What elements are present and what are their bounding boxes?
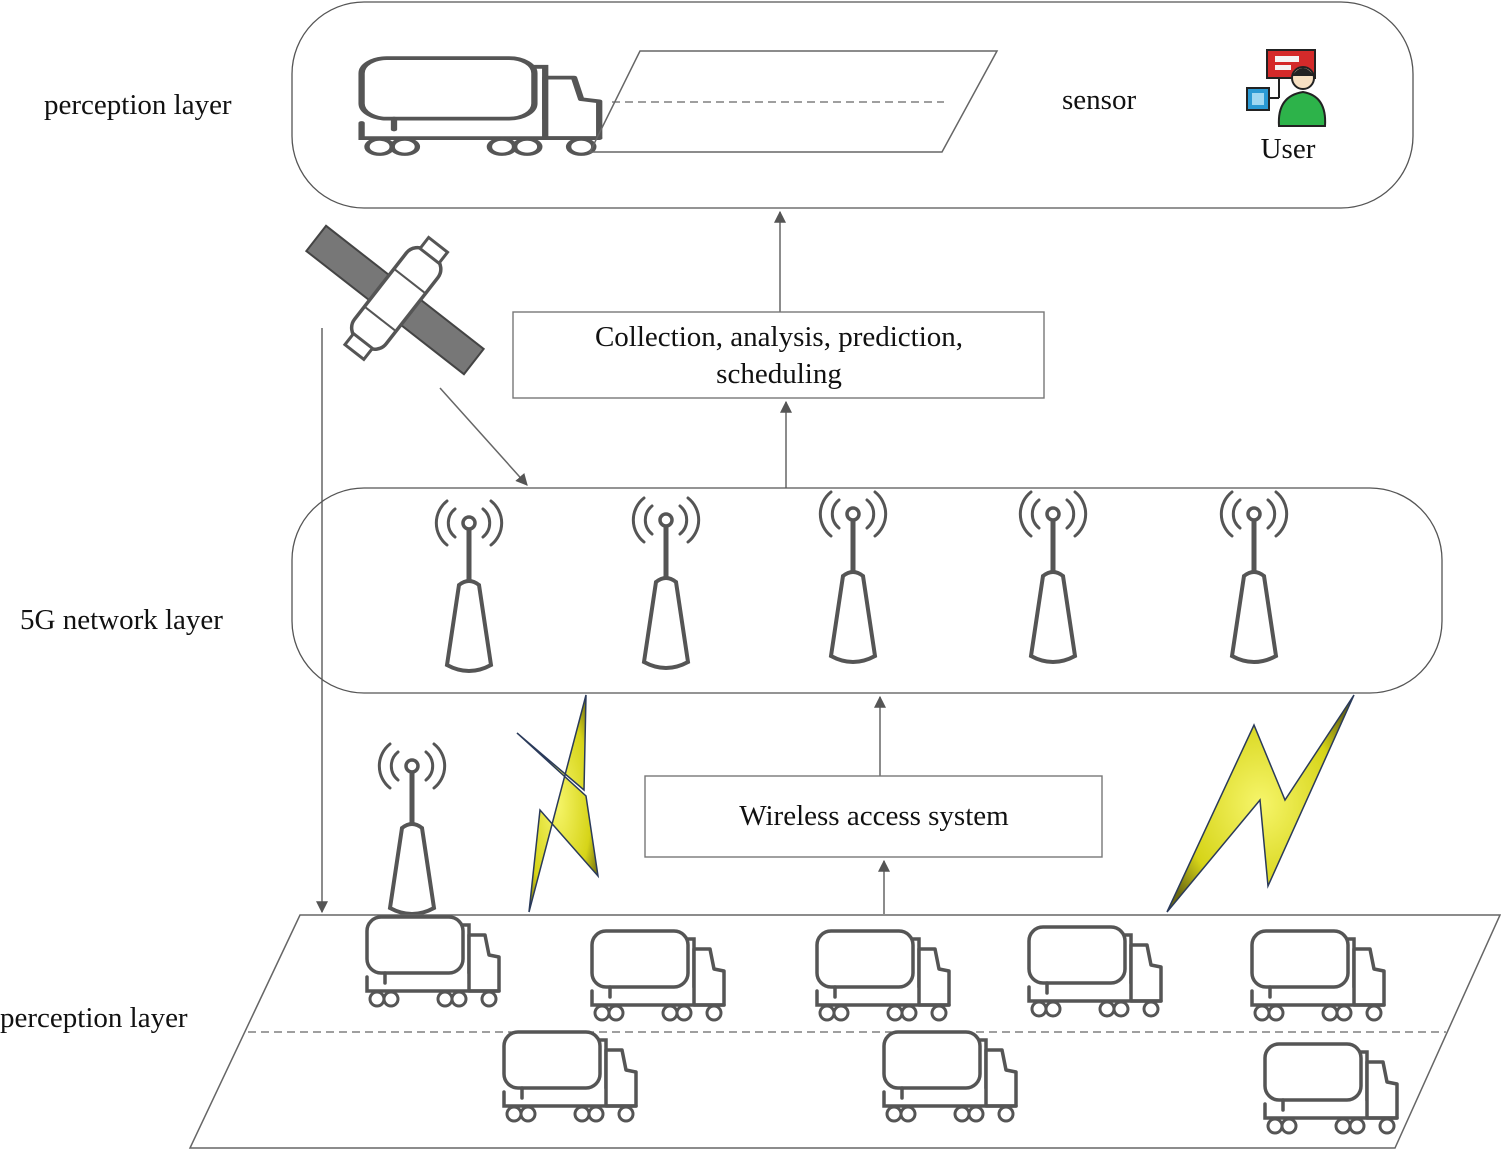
satellite-icon (304, 224, 486, 376)
network-layer-label: 5G network layer (20, 604, 223, 636)
tanker-truck-icon (882, 1030, 1018, 1123)
base-station-icon (436, 501, 501, 671)
base-station-icon (1221, 492, 1286, 662)
arrow-satellite-to-network (439, 387, 528, 486)
base-station-icon (379, 744, 444, 914)
collection-analysis-line2: scheduling (716, 358, 842, 390)
user-icon (1246, 49, 1327, 127)
wireless-access-box (644, 775, 1103, 858)
base-station-icon (633, 498, 698, 668)
tanker-truck-icon (815, 929, 951, 1022)
lightning-bolt-icon (1166, 694, 1355, 913)
collection-analysis-line1: Collection, analysis, prediction, (595, 321, 963, 353)
user-label: User (1261, 133, 1316, 165)
tanker-truck-icon (590, 929, 726, 1022)
wireless-access-label: Wireless access system (739, 800, 1009, 832)
base-station-icon (1020, 492, 1085, 662)
tanker-truck-icon (365, 915, 501, 1008)
top-perception-layer-box (291, 1, 1414, 209)
tanker-truck-icon (1027, 925, 1163, 1018)
sensor-label: sensor (1062, 84, 1136, 116)
tanker-truck-icon (1263, 1042, 1399, 1135)
lightning-bolt-icon (516, 694, 600, 913)
bottom-layer-label: perception layer (0, 1002, 188, 1034)
network-layer-box (291, 487, 1443, 694)
top-road-parallelogram (588, 50, 999, 153)
bottom-perception-plane (188, 914, 1501, 1149)
base-station-icon (820, 492, 885, 662)
tanker-truck-icon (1250, 929, 1386, 1022)
tanker-truck-icon (502, 1030, 638, 1123)
top-layer-label: perception layer (44, 89, 232, 121)
top-tanker-truck (362, 58, 600, 154)
collection-analysis-box (512, 311, 1045, 399)
